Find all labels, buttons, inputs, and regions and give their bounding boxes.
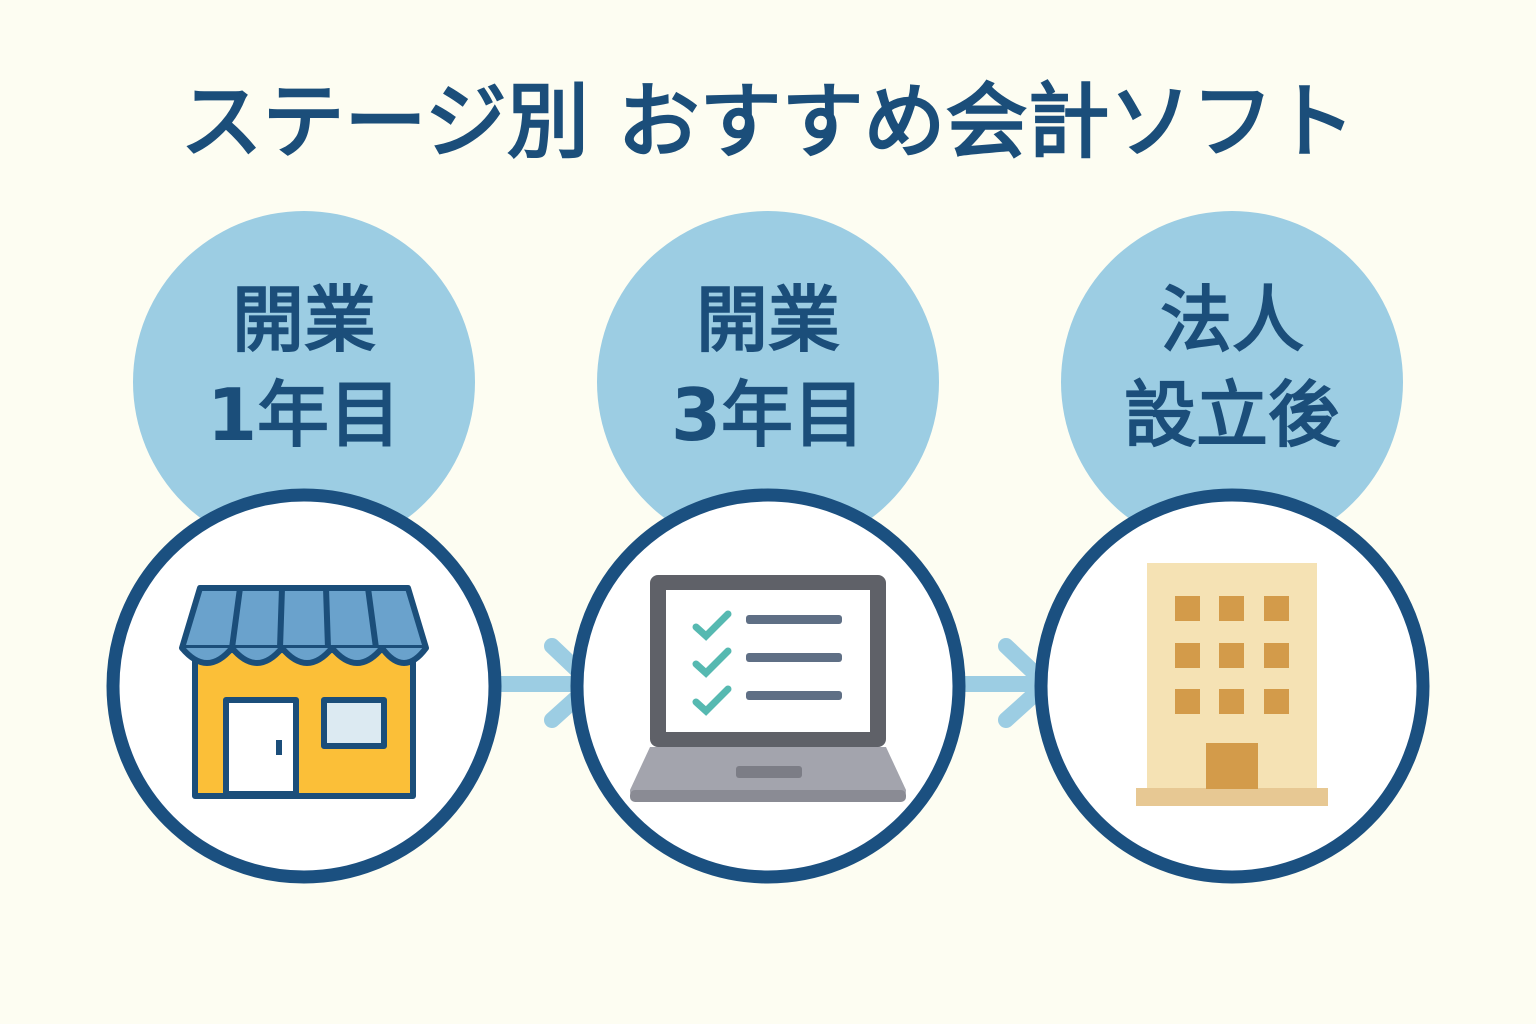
stage-label-line2: 3年目 [671, 373, 865, 457]
office-building-icon [1136, 563, 1328, 806]
storefront-icon [179, 585, 429, 799]
stage-label-line1: 開業 [696, 278, 840, 362]
stage-bubble [1061, 211, 1403, 553]
laptop-checklist-icon [630, 575, 906, 802]
stage-3: 法人 設立後 [1034, 211, 1430, 884]
stage-label-line1: 開業 [232, 278, 376, 362]
stage-label-line1: 法人 [1160, 278, 1304, 362]
stage-label-line2: 設立後 [1124, 373, 1341, 457]
page-title: ステージ別 おすすめ会計ソフト [181, 75, 1356, 170]
stage-1: 開業 1年目 [106, 211, 502, 884]
stage-bubble [133, 211, 475, 553]
stage-bubble [597, 211, 939, 553]
stage-2: 開業 3年目 [570, 211, 966, 884]
stage-label-line2: 1年目 [207, 373, 401, 457]
